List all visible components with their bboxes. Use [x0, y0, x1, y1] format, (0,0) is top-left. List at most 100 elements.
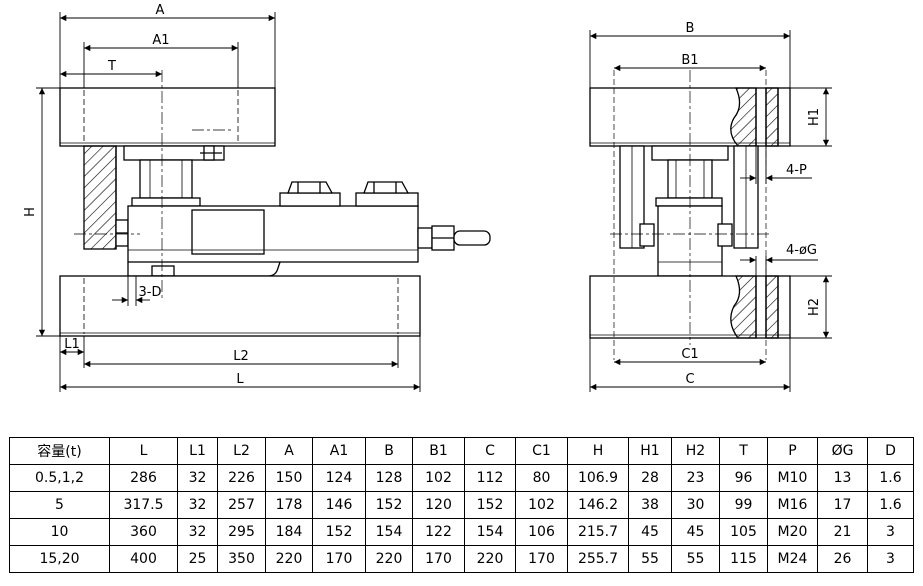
table-cell: 3 [867, 518, 914, 546]
table-cell: 146 [312, 491, 366, 519]
side-view [589, 30, 832, 392]
table-cell: 5 [9, 491, 110, 519]
cable-gland [417, 227, 433, 249]
table-cell: 25 [177, 545, 218, 573]
table-cell: 317.5 [109, 491, 178, 519]
table-cell: 154 [365, 518, 413, 546]
table-cell: 106.9 [567, 464, 629, 492]
dim-label-H2: H2 [807, 298, 822, 316]
table-header-cell: P [767, 437, 818, 465]
dim-label-B: B [686, 21, 695, 36]
hex-bolt-2 [363, 181, 410, 194]
table-header-cell: ØG [817, 437, 868, 465]
table-cell: 150 [265, 464, 313, 492]
table-cell: 80 [515, 464, 568, 492]
table-cell: 13 [817, 464, 868, 492]
table-header-cell: B1 [412, 437, 465, 465]
load-cell-body [127, 205, 419, 263]
table-cell: 170 [515, 545, 568, 573]
table-cell: 128 [365, 464, 413, 492]
table-cell: 170 [412, 545, 465, 573]
table-cell: 45 [671, 518, 720, 546]
dim-label-T: T [107, 59, 116, 74]
table-cell: 295 [217, 518, 266, 546]
table-header-cell: L [109, 437, 178, 465]
base-break-section [730, 275, 757, 339]
dim-label-4-P: 4-P [786, 163, 807, 178]
table-header-cell: T [719, 437, 768, 465]
table-header-cell: H2 [671, 437, 720, 465]
table-header-cell: H [567, 437, 629, 465]
front-dimension-lines [36, 12, 421, 392]
table-header-cell: H1 [628, 437, 672, 465]
table-cell: 30 [671, 491, 720, 519]
table-header-cell: 容量(t) [9, 437, 110, 465]
dim-label-C: C [685, 372, 694, 387]
table-cell: 350 [217, 545, 266, 573]
table-cell: 3 [867, 545, 914, 573]
table-cell: M10 [767, 464, 818, 492]
table-header-cell: A [265, 437, 313, 465]
table-cell: 124 [312, 464, 366, 492]
dim-label-A: A [156, 3, 165, 18]
table-cell: 99 [719, 491, 768, 519]
top-plate [59, 87, 276, 147]
table-cell: 96 [719, 464, 768, 492]
mount-drawing: A A1 T H 3-D L1 L2 L [23, 3, 832, 392]
table-cell: 400 [109, 545, 178, 573]
table-cell: 120 [412, 491, 465, 519]
table-cell: 32 [177, 464, 218, 492]
table-cell: 184 [265, 518, 313, 546]
table-cell: 215.7 [567, 518, 629, 546]
table-cell: 152 [464, 491, 516, 519]
label-plate [191, 209, 265, 255]
table-cell: 255.7 [567, 545, 629, 573]
table-cell: 152 [312, 518, 366, 546]
table-cell: 38 [628, 491, 672, 519]
dim-label-B1: B1 [681, 53, 698, 68]
table-header-cell: B [365, 437, 413, 465]
table-cell: 102 [412, 464, 465, 492]
table-cell: 15,20 [9, 545, 110, 573]
table-header-cell: A1 [312, 437, 366, 465]
table-cell: 122 [412, 518, 465, 546]
table-cell: 170 [312, 545, 366, 573]
front-view [36, 12, 491, 392]
table-cell: 154 [464, 518, 516, 546]
dim-label-3-D: 3-D [139, 285, 162, 300]
table-cell: M20 [767, 518, 818, 546]
table-cell: 220 [464, 545, 516, 573]
table-cell: 17 [817, 491, 868, 519]
table-cell: 32 [177, 491, 218, 519]
table-cell: 146.2 [567, 491, 629, 519]
table-cell: 360 [109, 518, 178, 546]
load-spindle [139, 159, 193, 199]
table-cell: 102 [515, 491, 568, 519]
table-header-cell: C1 [515, 437, 568, 465]
dim-label-L1: L1 [64, 337, 80, 352]
table-cell: 220 [365, 545, 413, 573]
table-cell: 106 [515, 518, 568, 546]
table-cell: 226 [217, 464, 266, 492]
dim-label-H1: H1 [807, 108, 822, 126]
dim-label-4-G: 4-øG [786, 243, 817, 258]
dim-label-A1: A1 [152, 33, 169, 48]
table-cell: 1.6 [867, 464, 914, 492]
table-header-cell: L2 [217, 437, 266, 465]
table-cell: 55 [671, 545, 720, 573]
dim-label-H: H [23, 207, 38, 217]
table-cell: 26 [817, 545, 868, 573]
table-cell: 10 [9, 518, 110, 546]
side-dimension-lines [589, 30, 832, 392]
table-cell: 28 [628, 464, 672, 492]
table-cell: M16 [767, 491, 818, 519]
dim-label-L: L [236, 372, 244, 387]
table-cell: 0.5,1,2 [9, 464, 110, 492]
table-cell: 220 [265, 545, 313, 573]
table-cell: 257 [217, 491, 266, 519]
hatched-block [83, 145, 117, 250]
